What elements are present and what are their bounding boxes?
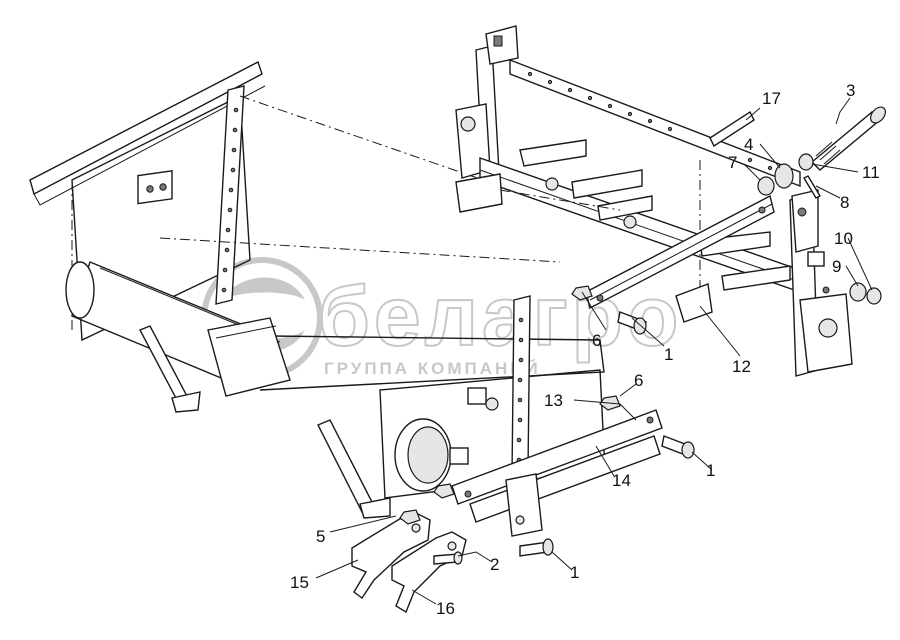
callout-11: 11 [862, 163, 880, 182]
callout-6-lower: 6 [634, 371, 643, 390]
cotter-part-8 [803, 175, 821, 199]
callout-7: 7 [728, 153, 737, 172]
callout-9: 9 [832, 257, 841, 276]
leader-lines [315, 97, 873, 605]
bushing-part-4 [774, 163, 794, 189]
nut-icon [433, 483, 455, 499]
nut-part-9 [849, 282, 867, 302]
callout-15: 15 [290, 573, 309, 592]
nut-part-7 [757, 176, 775, 196]
callout-4: 4 [744, 135, 753, 154]
bracket-part-16 [391, 531, 467, 614]
arm-part-14 [469, 435, 661, 537]
callout-12: 12 [732, 357, 751, 376]
pin-part-3 [810, 111, 882, 171]
callout-1-upper: 1 [664, 345, 673, 364]
perforation-holes-middle [516, 317, 524, 463]
perforation-holes-top-rail [527, 71, 773, 171]
callout-2: 2 [490, 555, 499, 574]
callout-13: 13 [544, 391, 563, 410]
plate-part-17 [709, 110, 755, 148]
callout-10: 10 [834, 229, 853, 248]
nut-icon [399, 509, 421, 525]
callout-1-lower: 1 [570, 563, 579, 582]
arm-part-12 [585, 194, 775, 323]
main-frame [29, 61, 606, 519]
arm-part-13 [451, 409, 663, 505]
callout-17: 17 [762, 89, 781, 108]
watermark-tagline: ГРУППА КОМПАНИЙ [324, 359, 541, 378]
callout-6-upper: 6 [592, 331, 601, 350]
bolt-part-10 [866, 287, 882, 305]
callout-3: 3 [846, 81, 855, 100]
callout-14: 14 [612, 471, 631, 490]
callout-5: 5 [316, 527, 325, 546]
callout-16: 16 [436, 599, 455, 618]
callouts: 1 1 1 2 3 4 5 6 6 7 8 9 10 11 12 13 14 1… [290, 81, 880, 618]
callout-1-right: 1 [706, 461, 715, 480]
callout-8: 8 [840, 193, 849, 212]
perforation-holes-left [221, 107, 239, 293]
hardware [399, 106, 886, 565]
